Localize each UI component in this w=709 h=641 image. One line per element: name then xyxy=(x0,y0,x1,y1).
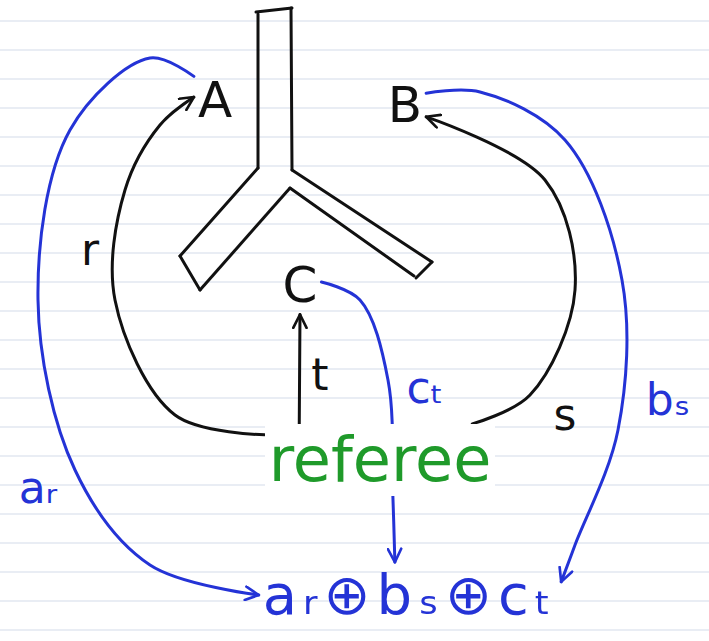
node-text: referee xyxy=(269,426,492,494)
edge-label: r xyxy=(79,226,101,274)
stem-right xyxy=(291,8,292,170)
arrow-connector xyxy=(38,58,259,595)
party-letter: B xyxy=(384,76,426,135)
edge-label: t xyxy=(309,351,330,399)
party-letter: A xyxy=(194,71,236,130)
arrow-connector xyxy=(321,282,394,562)
arrow-connector xyxy=(298,315,302,424)
stem-left xyxy=(257,14,260,168)
three-arm-figure xyxy=(180,8,432,290)
left-arm-outer xyxy=(180,168,258,256)
node-text: A xyxy=(198,73,232,128)
node-text: C xyxy=(283,258,318,313)
node-text: aᵣ⊕bₛ⊕cₜ xyxy=(263,564,557,626)
party-letter: C xyxy=(279,256,322,315)
edge-label: cₜ xyxy=(404,364,445,412)
edge-label: bₛ xyxy=(644,376,692,424)
node-text: B xyxy=(388,78,422,133)
right-arm-outer xyxy=(292,170,432,262)
edge-label: aᵣ xyxy=(17,464,59,512)
xor-expression: aᵣ⊕bₛ⊕cₜ xyxy=(259,562,561,628)
left-arm-end xyxy=(180,256,200,290)
left-arm-inner xyxy=(200,188,290,290)
stem-cap xyxy=(256,8,292,12)
referee-word: referee xyxy=(265,424,496,496)
edge-label: s xyxy=(552,391,579,439)
arrow-connector xyxy=(426,117,575,424)
right-arm-end xyxy=(416,262,432,278)
arrow-connector xyxy=(112,97,264,435)
arrow-connector xyxy=(426,90,627,582)
